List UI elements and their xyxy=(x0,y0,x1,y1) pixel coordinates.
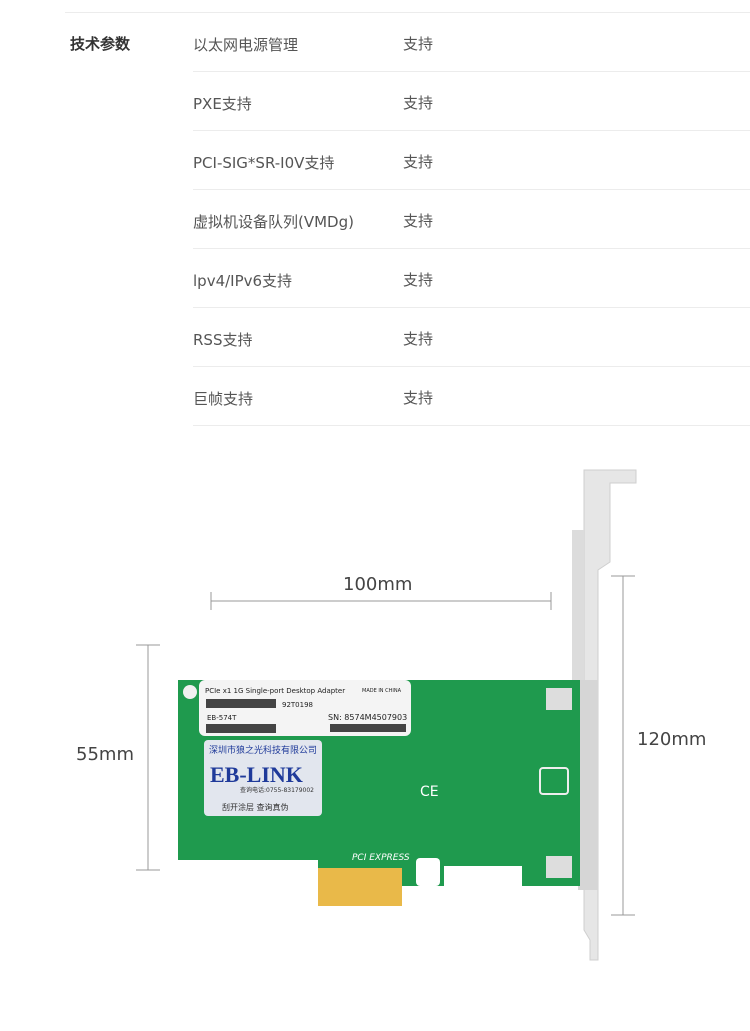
spec-value: 支持 xyxy=(403,271,434,289)
spec-value: 支持 xyxy=(403,389,434,407)
bracket-height-dimension: 120mm xyxy=(637,729,707,750)
spec-value: 支持 xyxy=(403,153,434,171)
gold-fingers xyxy=(318,868,402,906)
svg-text:PCI EXPRESS: PCI EXPRESS xyxy=(352,853,410,863)
width-dimension: 100mm xyxy=(343,574,413,595)
spec-value: 支持 xyxy=(403,330,434,348)
spec-name: 以太网电源管理 xyxy=(193,36,299,54)
spec-value: 支持 xyxy=(403,94,434,112)
spec-row: 虚拟机设备队列(VMDg) 支持 xyxy=(193,190,750,249)
spec-value: 支持 xyxy=(403,35,434,53)
spec-row: 巨帧支持 支持 xyxy=(193,367,750,426)
product-label xyxy=(199,680,411,736)
spec-row: PXE支持 支持 xyxy=(193,72,750,131)
spec-name: 虚拟机设备队列(VMDg) xyxy=(193,213,354,231)
spec-row: lpv4/IPv6支持 支持 xyxy=(193,249,750,308)
spec-name: PCI-SIG*SR-I0V支持 xyxy=(193,154,335,172)
ce-mark: CE xyxy=(420,784,439,800)
svg-text:EB-LINK: EB-LINK xyxy=(210,762,303,787)
svg-text:EB-574T: EB-574T xyxy=(207,714,237,722)
spec-name: 巨帧支持 xyxy=(193,390,254,408)
anti-counterfeit-sticker xyxy=(204,740,322,816)
svg-text:SN: 8574M4507903: SN: 8574M4507903 xyxy=(328,713,407,722)
height-dimension: 55mm xyxy=(76,744,134,765)
dimension-lines xyxy=(136,575,635,916)
section-label: 技术参数 xyxy=(70,35,131,53)
svg-text:深圳市狼之光科技有限公司: 深圳市狼之光科技有限公司 xyxy=(209,744,317,756)
top-divider xyxy=(65,12,750,13)
spec-name: RSS支持 xyxy=(193,331,253,349)
spec-name: lpv4/IPv6支持 xyxy=(193,272,293,290)
spec-row: 以太网电源管理 支持 xyxy=(193,13,750,72)
spec-value: 支持 xyxy=(403,212,434,230)
spec-row: RSS支持 支持 xyxy=(193,308,750,367)
metal-bracket xyxy=(572,469,637,961)
spec-name: PXE支持 xyxy=(193,95,252,113)
svg-text:刮开涂层 查询真伪: 刮开涂层 查询真伪 xyxy=(222,802,289,812)
svg-text:92T0198: 92T0198 xyxy=(282,701,313,709)
spec-row: PCI-SIG*SR-I0V支持 支持 xyxy=(193,131,750,190)
label-title: PCIe x1 1G Single-port Desktop Adapter xyxy=(205,687,345,695)
svg-text:查询电话:0755-83179002: 查询电话:0755-83179002 xyxy=(240,786,314,794)
svg-text:MADE IN CHINA: MADE IN CHINA xyxy=(362,688,402,694)
